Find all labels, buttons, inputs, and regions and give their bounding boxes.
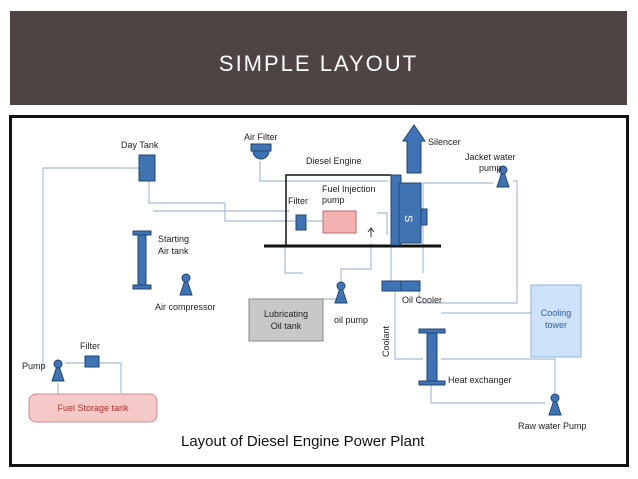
diagram-frame: Day Tank Air Filter Silencer Diesel Engi… [9,115,629,467]
label-oil-pump: oil pump [334,315,368,325]
fuel-supply-pipe [42,167,139,368]
label-heat-exchanger: Heat exchanger [448,375,512,385]
day-tank [138,154,156,182]
oil-pump [334,281,348,304]
engine-filter [295,214,307,231]
slide-title: SIMPLE LAYOUT [218,51,419,76]
label-diesel-engine: Diesel Engine [306,156,362,166]
label-cooling-tower-line1: Cooling [541,308,572,318]
filter-return-pipe [98,362,122,393]
label-cooling-tower-line2: tower [545,320,567,330]
fuel-storage-tank [28,393,158,423]
label-day-tank: Day Tank [121,140,159,150]
cooling-tower [530,284,582,358]
power-plant-diagram: Day Tank Air Filter Silencer Diesel Engi… [22,124,587,450]
jacket-water-pipe [422,182,493,273]
heat-exchanger [418,328,446,386]
air-filter [250,143,272,160]
coolant-pipe [394,289,423,360]
lube-return-pipe [284,245,303,274]
label-generator-mark: S [402,215,414,222]
label-starting-air-tank-line1: Starting [158,234,189,244]
flow-arrow-icon [367,227,375,237]
label-engine-filter: Filter [288,196,308,206]
lubricating-oil-tank [248,298,324,342]
raw-water-pump [548,393,562,416]
raw-water-return-pipe [430,383,545,404]
tower-to-pump-pipe [441,358,556,393]
storage-filter [84,355,100,368]
diagram-caption: Layout of Diesel Engine Power Plant [181,433,425,450]
label-pump: Pump [22,361,46,371]
label-lubricating-oil-tank-line1: Lubricating [264,309,308,319]
day-tank-to-filter-pipe [148,181,295,222]
generator-shaft [420,208,428,226]
jacket-water-pump [496,165,510,188]
label-fuel-injection-pump-line1: Fuel Injection [322,184,376,194]
label-oil-cooler: Oil Cooler [402,295,442,305]
label-air-filter: Air Filter [244,132,278,142]
title-bar: SIMPLE LAYOUT [10,11,627,105]
starting-air-tank [132,230,152,290]
label-coolant: Coolant [381,325,391,357]
silencer [402,124,426,174]
air-intake-pipe [259,161,388,182]
oil-pump-to-engine-pipe [340,243,372,283]
label-fuel-injection-pump-line2: pump [322,195,345,205]
fuel-pump [51,359,65,382]
generator [398,182,422,244]
label-air-compressor: Air compressor [155,302,216,312]
label-jacket-water-pump-line2: pump [479,163,502,173]
fuel-injection-pump [322,210,357,234]
label-fuel-storage-tank: Fuel Storage tank [57,403,129,413]
label-storage-filter: Filter [80,341,100,351]
diesel-engine [264,174,441,248]
label-jacket-water-pump-line1: Jacket water [465,152,516,162]
label-silencer: Silencer [428,137,461,147]
oil-return-arrow-pipe [377,212,388,235]
jacket-pump-return-pipe [419,180,518,304]
air-compressor [179,273,193,296]
label-raw-water-pump: Raw water Pump [518,421,587,431]
label-starting-air-tank-line2: Air tank [158,246,189,256]
label-lubricating-oil-tank-line2: Oil tank [271,321,302,331]
engine-outline [285,174,391,246]
